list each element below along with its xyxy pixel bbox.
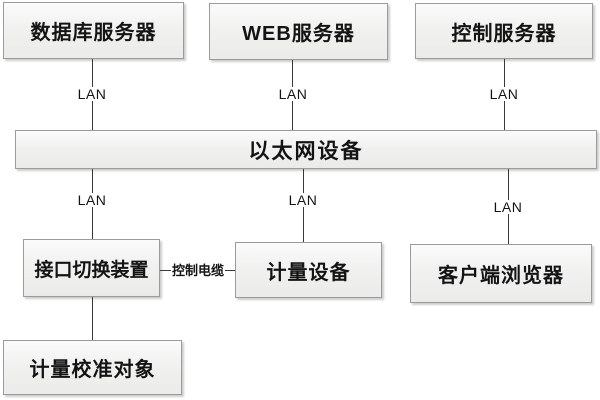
node-calibration-object-label: 计量校准对象 [29,359,156,381]
node-control-server-label: 控制服务器 [451,22,557,45]
control-cable-label: 控制电缆 [170,263,226,278]
lan-label-web: LAN [276,86,310,102]
node-metering-device: 计量设备 [235,242,382,298]
node-web-server-label: WEB服务器 [242,23,355,45]
node-control-server: 控制服务器 [415,3,593,59]
node-client-browser-label: 客户端浏览器 [438,265,564,287]
node-interface-switch-label: 接口切换装置 [34,259,149,281]
connector-switch-calibration [92,297,93,340]
node-database-server-label: 数据库服务器 [30,22,157,44]
lan-label-db: LAN [75,86,109,102]
node-interface-switch: 接口切换装置 [23,239,160,297]
lan-label-ctrl: LAN [487,86,521,102]
node-metering-device-label: 计量设备 [266,261,351,284]
node-ethernet-device: 以太网设备 [15,130,597,169]
lan-label-browser: LAN [491,199,525,215]
node-ethernet-device-label: 以太网设备 [248,139,364,163]
node-database-server: 数据库服务器 [3,2,184,59]
node-web-server: WEB服务器 [209,3,388,60]
node-client-browser: 客户端浏览器 [410,244,592,303]
node-calibration-object: 计量校准对象 [3,340,182,395]
lan-label-switch: LAN [75,192,109,208]
lan-label-meter: LAN [286,192,320,208]
